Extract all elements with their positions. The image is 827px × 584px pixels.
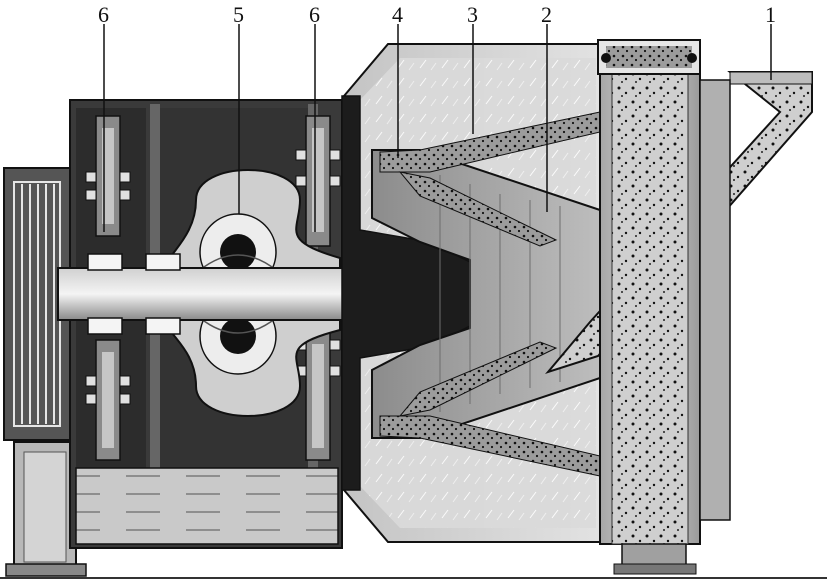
- callout-label-5: 5: [233, 2, 244, 27]
- callout-label-4: 4: [392, 2, 403, 27]
- callout-label-3: 3: [467, 2, 478, 27]
- base-pedestal: [5, 441, 87, 577]
- solids-layer-bottom: [379, 341, 601, 477]
- callout-label-6-right: 6: [309, 2, 320, 27]
- discharge-cylinder: [597, 39, 731, 545]
- oil-sump: [75, 467, 339, 545]
- callout-label-2: 2: [541, 2, 552, 27]
- bearing-assembly-left: [85, 115, 131, 461]
- callout-label-6-left: 6: [98, 2, 109, 27]
- leader-lines: [103, 24, 772, 232]
- cylinder-foot: [613, 543, 697, 575]
- callout-label-1: 1: [765, 2, 776, 27]
